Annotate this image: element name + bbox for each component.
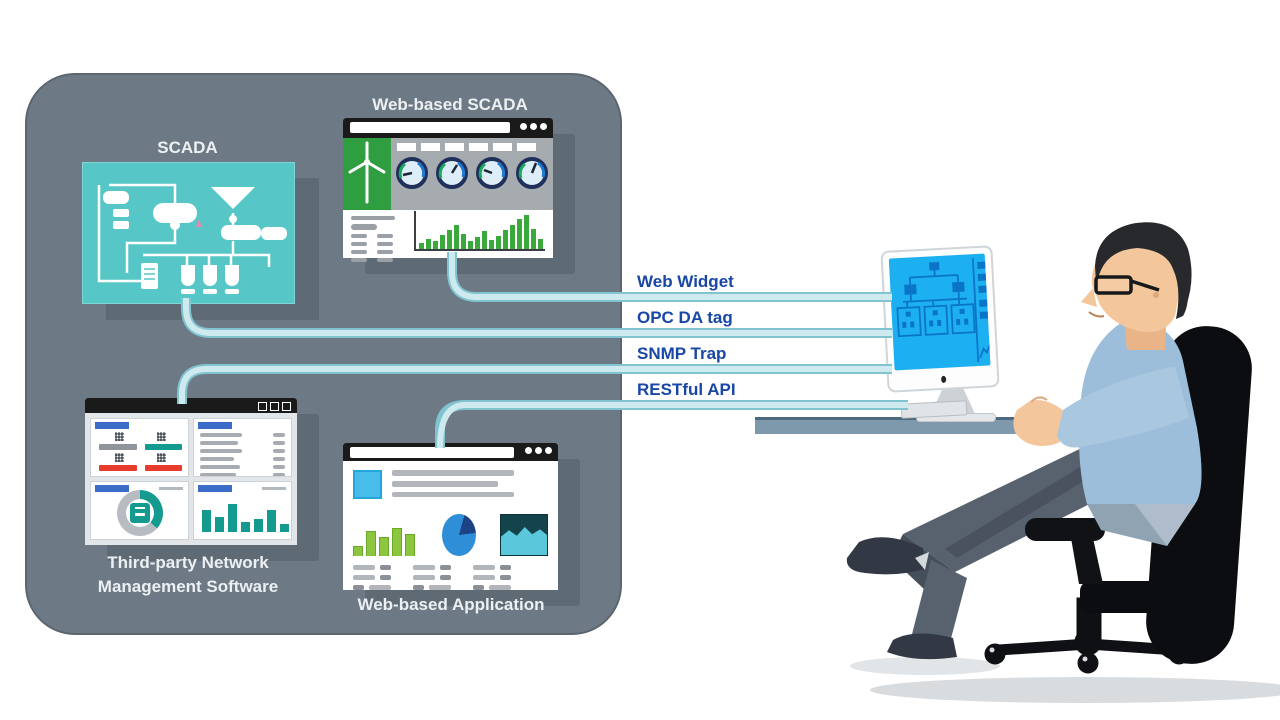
status-widget: [90, 418, 189, 477]
web-app-window: [343, 443, 558, 590]
gauge-icon: [476, 157, 508, 189]
label-web-widget: Web Widget: [637, 272, 734, 291]
floor-shadow: [870, 677, 1280, 703]
url-bar: [350, 122, 510, 133]
web-scada-lower-pane: [343, 210, 553, 262]
bar-widget: [193, 481, 292, 540]
url-bar: [350, 446, 514, 458]
text-placeholder-lines: [392, 470, 548, 502]
web-scada-window: [343, 118, 553, 262]
widget-header: [95, 485, 129, 492]
web-app-content: [343, 461, 558, 590]
window-buttons-icon: [258, 402, 291, 411]
chair-armrest: [1025, 518, 1105, 584]
floor-shadow: [850, 657, 1000, 675]
pie-chart-icon: [442, 514, 476, 556]
alarm-marker-icon: [196, 219, 202, 227]
scada-label: SCADA: [157, 138, 218, 157]
shoe: [887, 633, 957, 660]
teal-bar-chart: [202, 504, 291, 532]
widget-subtitle: [262, 487, 286, 490]
widget-header: [198, 485, 232, 492]
window-buttons-icon: [525, 447, 552, 454]
green-bar-chart: [414, 211, 545, 251]
third-party-nms-window: [85, 398, 297, 545]
text-placeholder-list: [351, 216, 395, 266]
third-party-titlebar: [85, 398, 297, 413]
legs: [846, 444, 1137, 660]
gauge-icon: [436, 157, 468, 189]
widget-header: [198, 422, 232, 429]
web-scada-label: Web-based SCADA: [372, 95, 528, 114]
wind-turbine-icon: [348, 141, 386, 204]
shoe: [846, 537, 925, 575]
web-scada-titlebar: [343, 118, 553, 138]
image-placeholder-icon: [353, 470, 382, 499]
gauge-row: [395, 156, 549, 190]
donut-chart-icon: [116, 489, 163, 536]
web-app-label: Web-based Application: [357, 595, 545, 614]
face: [1091, 241, 1181, 332]
footer-text-column: [413, 565, 451, 595]
nose: [1081, 288, 1097, 307]
footer-text-column: [353, 565, 391, 595]
mouth: [1088, 311, 1105, 318]
label-opc-da-tag: OPC DA tag: [637, 308, 733, 327]
gauge-panel-tabs: [397, 143, 536, 151]
donut-widget: [90, 481, 189, 540]
area-chart-icon: [499, 514, 548, 556]
scada-hmi-panel: [82, 162, 295, 304]
gauge-icon: [396, 157, 428, 189]
seated-operator-figure: [846, 222, 1280, 703]
gauge-panel: [391, 138, 553, 210]
glasses-icon: [1094, 275, 1160, 295]
head: [1081, 222, 1192, 350]
arm-and-hand: [1013, 366, 1189, 448]
footer-text-column: [473, 565, 511, 595]
gauge-icon: [516, 157, 548, 189]
monitor-icon: [880, 245, 1000, 393]
lime-bar-chart: [353, 528, 418, 556]
hair: [1095, 222, 1192, 319]
third-party-dashboard: [85, 413, 297, 545]
web-app-titlebar: [343, 443, 558, 461]
widget-header: [95, 422, 129, 429]
third-party-label: Third-party Network Management Software: [97, 553, 279, 596]
scada-process-diagram: [97, 183, 287, 294]
chair-seat: [1080, 581, 1192, 613]
window-buttons-icon: [520, 123, 547, 130]
wind-turbine-tile: [343, 138, 391, 210]
label-restful-api: RESTful API: [637, 380, 736, 399]
event-list-widget: [193, 418, 292, 477]
widget-subtitle: [159, 487, 183, 490]
label-snmp-trap: SNMP Trap: [637, 344, 727, 363]
